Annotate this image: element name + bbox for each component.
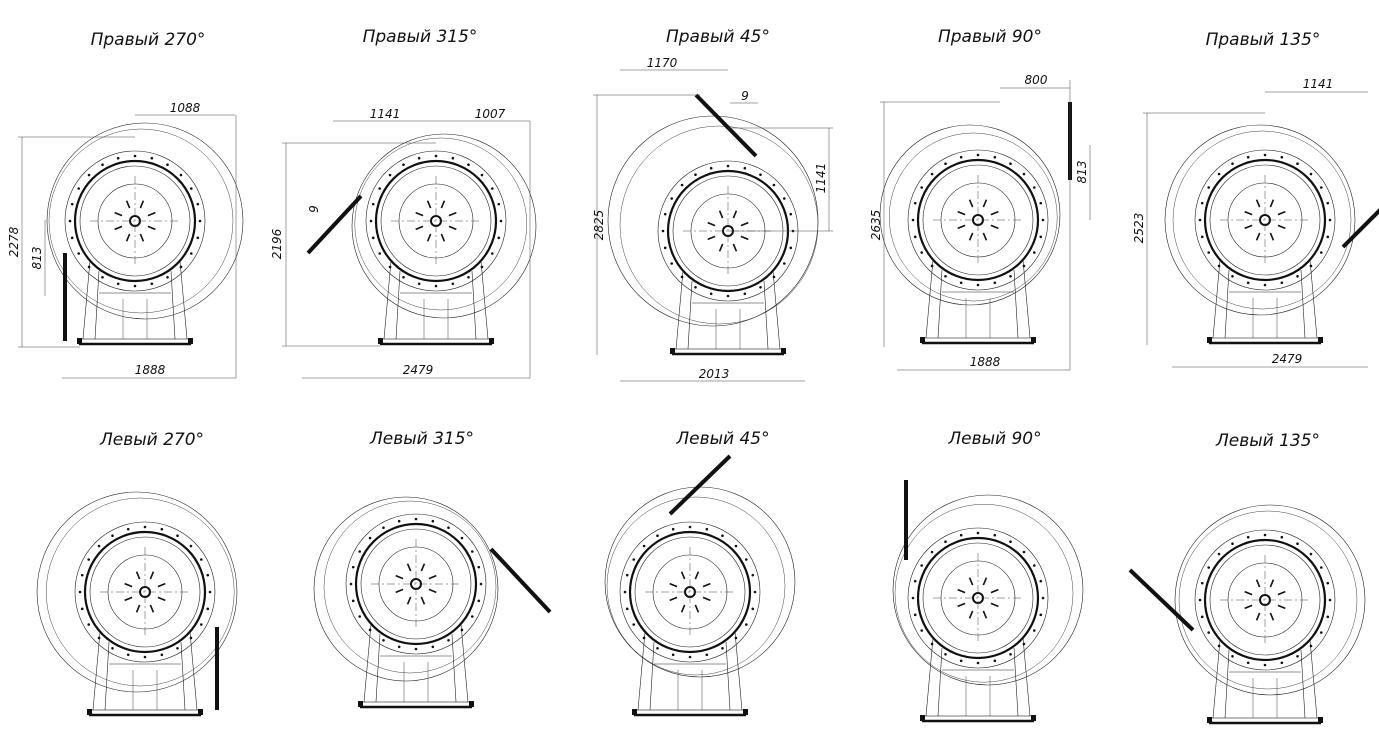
view-title-left-315: Левый 315° [369, 429, 474, 449]
fan-left-315 [313, 496, 552, 709]
view-title-right-270: Правый 270° [91, 30, 206, 50]
fan-left-90 [892, 480, 1084, 723]
view-title-left-135: Левый 135° [1215, 431, 1320, 451]
dim-text: 1888 [970, 355, 1001, 369]
view-title-right-90: Правый 90° [938, 27, 1042, 47]
dim-text: 2278 [7, 226, 21, 257]
dim-text: 2479 [403, 363, 434, 377]
view-title-left-45: Левый 45° [675, 429, 769, 449]
dim-text: 813 [30, 247, 44, 270]
dim-text: 2013 [699, 367, 730, 381]
fan-views-group [36, 93, 1379, 725]
fan-right-315 [306, 133, 537, 346]
dim-text: 2635 [869, 210, 883, 241]
dim-text: 9 [307, 205, 321, 213]
dim-text: 1888 [135, 363, 166, 377]
view-title-right-45: Правый 45° [666, 27, 770, 47]
view-title-right-315: Правый 315° [363, 27, 478, 47]
fan-right-45 [607, 93, 819, 356]
dim-text: 1141 [814, 163, 828, 194]
view-title-right-135: Правый 135° [1206, 30, 1321, 50]
dim-text: 1170 [647, 56, 678, 70]
dim-text: 813 [1075, 161, 1089, 184]
fan-right-135 [1164, 124, 1379, 345]
dim-text: 9 [741, 89, 749, 103]
dim-text: 1088 [170, 101, 201, 115]
view-title-left-90: Левый 90° [947, 429, 1041, 449]
dimension-lines [18, 69, 1368, 382]
dim-text: 2523 [1132, 213, 1146, 244]
dim-text: 2196 [270, 228, 284, 259]
dim-text: 1007 [475, 107, 506, 121]
fan-left-135 [1128, 504, 1366, 725]
fan-left-270 [36, 491, 238, 717]
dim-text: 1141 [1303, 77, 1334, 91]
dim-text: 2479 [1272, 352, 1303, 366]
dim-text: 800 [1025, 73, 1048, 87]
fan-right-90 [879, 102, 1072, 345]
fan-left-45 [604, 454, 796, 717]
dim-text: 2825 [592, 210, 606, 241]
dim-text: 1141 [370, 107, 401, 121]
view-title-left-270: Левый 270° [99, 430, 204, 450]
fan-right-270 [46, 122, 244, 346]
